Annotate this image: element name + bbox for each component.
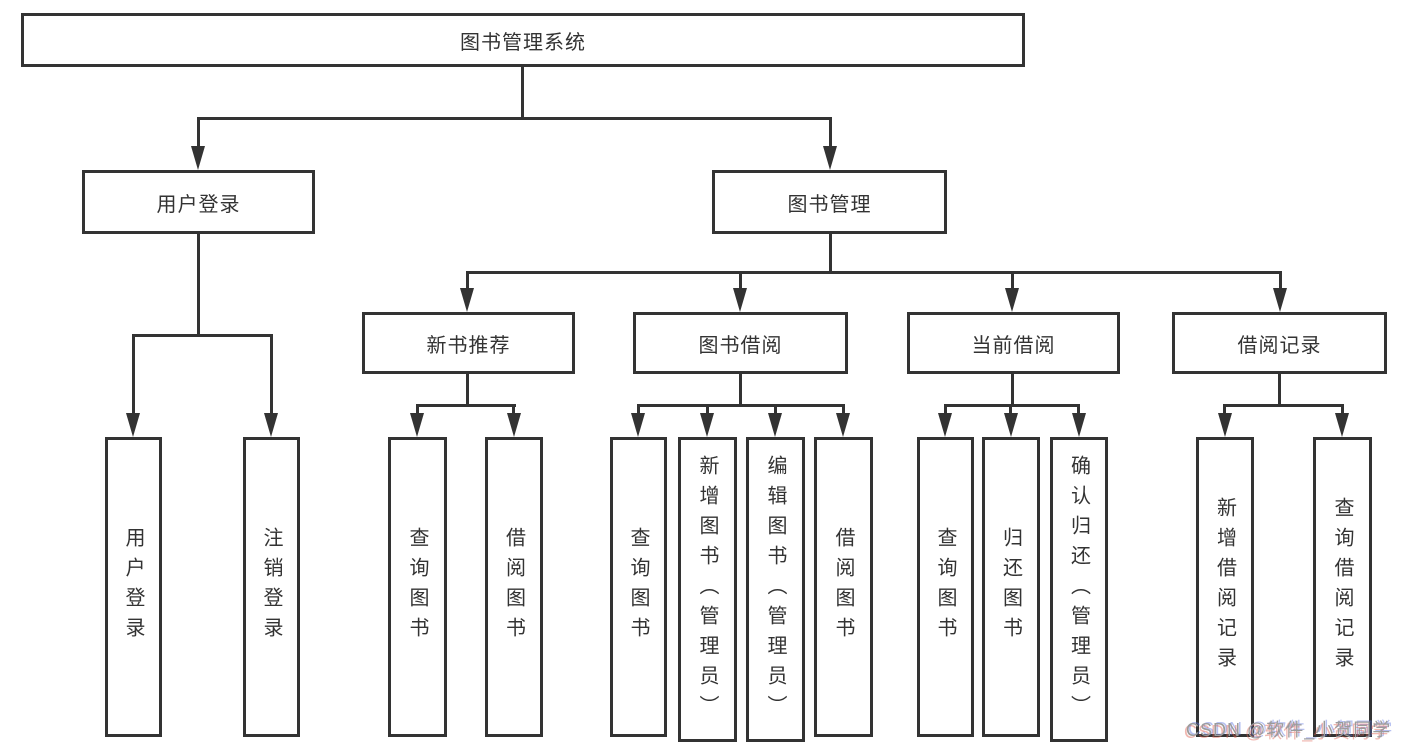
node-label: 注销登录: [260, 527, 282, 647]
node-label: 图书管理系统: [460, 31, 586, 54]
node-label: 新书推荐: [426, 334, 511, 357]
node-label: 图书管理: [787, 193, 872, 216]
arrow-down-icon: [1335, 413, 1349, 437]
arrow-down-icon: [733, 288, 747, 312]
connector-leaf-stem: [1009, 404, 1012, 416]
connector-branch-hline: [1223, 404, 1344, 407]
connector-leaf-stem: [270, 334, 273, 416]
arrow-down-icon: [126, 413, 140, 437]
connector-leaf-stem: [774, 404, 777, 416]
arrow-down-icon: [460, 288, 474, 312]
leaf-add-books-admin: 新增图书（管理员）: [678, 437, 737, 742]
node-root-library-system: 图书管理系统: [21, 13, 1025, 67]
connector-leaf-stem: [1077, 404, 1080, 416]
connector-user-login-stem: [197, 117, 200, 148]
node-label: 当前借阅: [971, 334, 1056, 357]
node-label: 用户登录: [156, 193, 241, 216]
node-label: 查询借阅记录: [1331, 497, 1353, 677]
leaf-query-books-recommend: 查询图书: [388, 437, 447, 737]
node-label: 查询图书: [406, 527, 428, 647]
connector-level3-stem: [466, 271, 469, 291]
connector-level3-stem: [1011, 271, 1014, 291]
arrow-down-icon: [700, 413, 714, 437]
leaf-return-books: 归还图书: [982, 437, 1040, 737]
arrow-down-icon: [1072, 413, 1086, 437]
node-label: 借阅图书: [502, 527, 525, 647]
arrow-down-icon: [836, 413, 850, 437]
connector-leaf-stem: [416, 404, 419, 416]
connector-leaf-stem: [637, 404, 640, 416]
connector-leaf-stem: [842, 404, 845, 416]
arrow-down-icon: [768, 413, 782, 437]
arrow-down-icon: [264, 413, 278, 437]
connector-user-login-down: [197, 234, 200, 337]
connector-leaf-stem: [1223, 404, 1226, 416]
node-label: 借阅记录: [1237, 334, 1322, 357]
connector-leaf-stem: [132, 334, 135, 416]
leaf-user-login: 用户登录: [105, 437, 162, 737]
connector-root-stem: [521, 66, 524, 119]
arrow-down-icon: [1004, 413, 1018, 437]
node-label: 图书借阅: [698, 334, 783, 357]
node-label: 借阅图书: [832, 527, 854, 647]
arrow-down-icon: [191, 146, 205, 170]
node-label: 归还图书: [999, 527, 1022, 647]
arrow-down-icon: [410, 413, 424, 437]
arrow-down-icon: [507, 413, 521, 437]
connector-branch-down: [1278, 374, 1281, 407]
leaf-borrow-books-recommend: 借阅图书: [485, 437, 543, 737]
connector-user-login-hline: [132, 334, 273, 337]
node-label: 用户登录: [122, 527, 144, 647]
connector-book-mgmt-stem: [829, 117, 832, 148]
leaf-edit-books-admin: 编辑图书（管理员）: [746, 437, 805, 742]
arrow-down-icon: [1218, 413, 1232, 437]
node-new-book-recommend: 新书推荐: [362, 312, 575, 374]
node-label: 编辑图书（管理员）: [764, 454, 786, 725]
node-borrow-records: 借阅记录: [1172, 312, 1387, 374]
arrow-down-icon: [1273, 288, 1287, 312]
connector-leaf-stem: [706, 404, 709, 416]
connector-level3-stem: [1279, 271, 1282, 291]
node-label: 查询图书: [934, 527, 956, 647]
leaf-query-books-current: 查询图书: [917, 437, 974, 737]
connector-leaf-stem: [512, 404, 515, 416]
node-label: 新增借阅记录: [1213, 497, 1236, 677]
connector-branch-down: [1011, 374, 1014, 407]
connector-branch-down: [466, 374, 469, 407]
connector-branch-down: [739, 374, 742, 407]
csdn-watermark: CSDN @软件_小贺同学: [1186, 720, 1392, 740]
leaf-query-books-borrow: 查询图书: [610, 437, 667, 737]
node-label: 查询图书: [627, 527, 649, 647]
arrow-down-icon: [631, 413, 645, 437]
connector-level2-hline: [197, 117, 832, 120]
node-label: 确认归还（管理员）: [1067, 454, 1090, 725]
connector-level3-hline: [466, 271, 1282, 274]
node-label: 新增图书（管理员）: [696, 454, 718, 725]
leaf-query-borrow-record: 查询借阅记录: [1313, 437, 1372, 737]
connector-book-mgmt-down: [829, 234, 832, 274]
leaf-borrow-books: 借阅图书: [814, 437, 873, 737]
node-book-borrow: 图书借阅: [633, 312, 848, 374]
leaf-add-borrow-record: 新增借阅记录: [1196, 437, 1254, 737]
leaf-logout: 注销登录: [243, 437, 300, 737]
arrow-down-icon: [938, 413, 952, 437]
leaf-confirm-return-admin: 确认归还（管理员）: [1050, 437, 1108, 742]
node-book-management: 图书管理: [712, 170, 947, 234]
arrow-down-icon: [1005, 288, 1019, 312]
connector-branch-hline: [637, 404, 845, 407]
connector-level3-stem: [739, 271, 742, 291]
node-user-login: 用户登录: [82, 170, 315, 234]
arrow-down-icon: [823, 146, 837, 170]
node-current-borrow: 当前借阅: [907, 312, 1120, 374]
connector-leaf-stem: [1341, 404, 1344, 416]
connector-branch-hline: [416, 404, 516, 407]
connector-leaf-stem: [944, 404, 947, 416]
connector-branch-hline: [944, 404, 1080, 407]
